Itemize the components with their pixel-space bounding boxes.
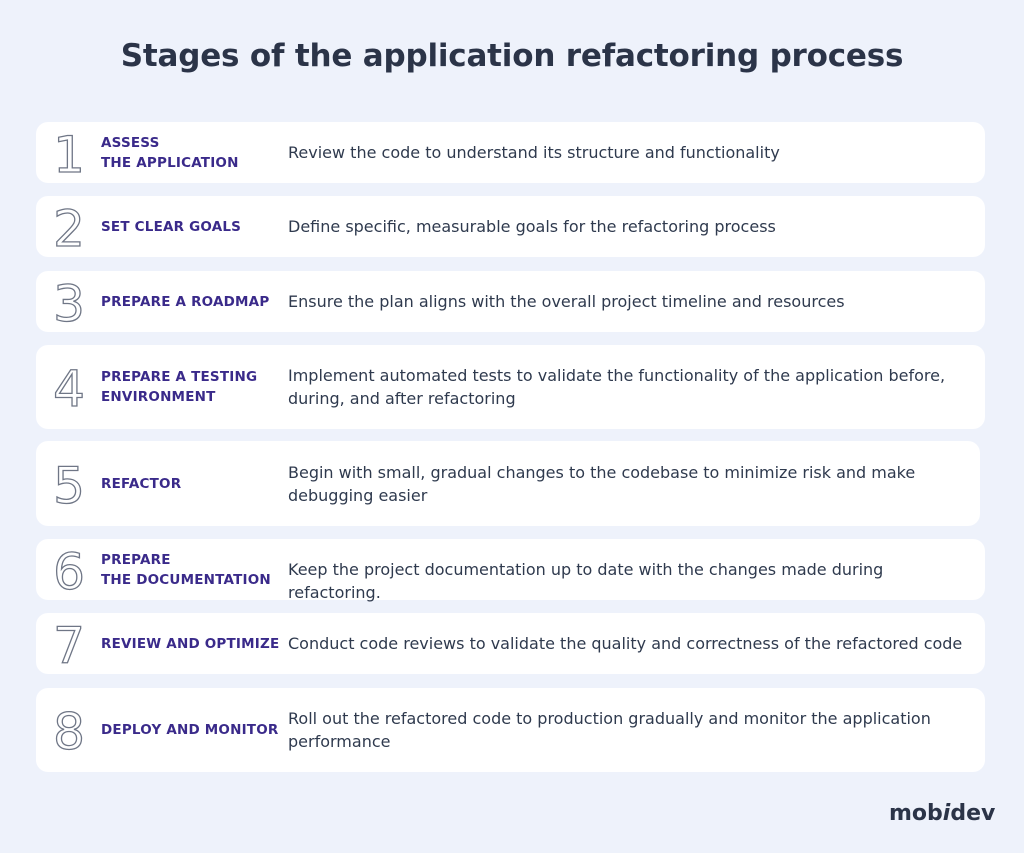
stage-card (36, 539, 985, 600)
stage-number: 6 (52, 546, 85, 594)
stage-number-text: 2 (53, 203, 85, 251)
stage-label-line: THE APPLICATION (101, 154, 239, 171)
stage-label-line: PREPARE A TESTING (101, 369, 258, 385)
stage-label-line: REFACTOR (101, 475, 182, 492)
stage-label: ASSESS THE APPLICATION (101, 133, 281, 173)
brand-suffix: dev (950, 801, 996, 826)
stage-label: REFACTOR (101, 474, 281, 494)
stage-label-line: PREPARE (101, 551, 171, 568)
brand-prefix: mob (889, 801, 943, 826)
stage-number: 7 (52, 620, 85, 668)
stage-number: 4 (52, 363, 85, 411)
brand-mark: i (943, 801, 951, 826)
stage-label-line: THE DOCUMENTATION (101, 571, 271, 588)
stage-description: Define specific, measurable goals for th… (288, 217, 776, 236)
stage-number-text: 5 (53, 460, 85, 508)
stage-description: Begin with small, gradual changes to the… (288, 462, 916, 505)
stage-description: Keep the project documentation up to dat… (288, 560, 884, 602)
stage-label: SET CLEAR GOALS (101, 217, 281, 237)
stage-description: Implement automated tests to validate th… (288, 366, 946, 408)
stage-label: PREPARE THE DOCUMENTATION (101, 550, 281, 590)
stage-number: 2 (52, 203, 85, 251)
stage-card (36, 441, 980, 526)
stage-number-text: 1 (53, 129, 85, 177)
stage-label-line: ENVIRONMENT (101, 389, 216, 405)
stage-label-line: ASSESS (101, 134, 160, 151)
stage-card (36, 271, 985, 332)
stage-card (36, 345, 985, 429)
stage-card (36, 196, 985, 257)
stage-label-line: SET CLEAR GOALS (101, 218, 242, 235)
brand-logo: mobidev (889, 801, 996, 826)
stage-description: Conduct code reviews to validate the qua… (288, 634, 963, 653)
stage-number-text: 4 (53, 363, 85, 411)
stage-number-text: 8 (53, 706, 85, 754)
stage-number: 3 (52, 278, 85, 326)
stage-label: DEPLOY AND MONITOR (101, 720, 281, 740)
stage-description: Review the code to understand its struct… (288, 143, 780, 162)
stage-description: Ensure the plan aligns with the overall … (288, 292, 845, 311)
stage-number: 8 (52, 706, 85, 754)
stage-description: Roll out the refactored code to producti… (288, 709, 931, 751)
stage-label-line: PREPARE A ROADMAP (101, 293, 270, 310)
stage-card (36, 122, 985, 183)
stage-label-line: DEPLOY AND MONITOR (101, 722, 279, 738)
stage-label: PREPARE A ROADMAP (101, 292, 281, 312)
stage-label: REVIEW AND OPTIMIZE (101, 634, 281, 654)
stage-number-text: 7 (53, 620, 85, 668)
stage-number: 1 (52, 129, 85, 177)
svg-text:mobidev: mobidev (889, 801, 996, 826)
stage-number: 5 (52, 460, 85, 508)
stage-label-line: REVIEW AND OPTIMIZE (101, 635, 280, 652)
stage-label: PREPARE A TESTING ENVIRONMENT (101, 367, 281, 407)
stage-number-text: 3 (53, 278, 85, 326)
stage-card (36, 613, 985, 674)
page-title: Stages of the application refactoring pr… (120, 38, 904, 74)
stage-number-text: 6 (53, 546, 85, 594)
stage-card (36, 688, 985, 772)
